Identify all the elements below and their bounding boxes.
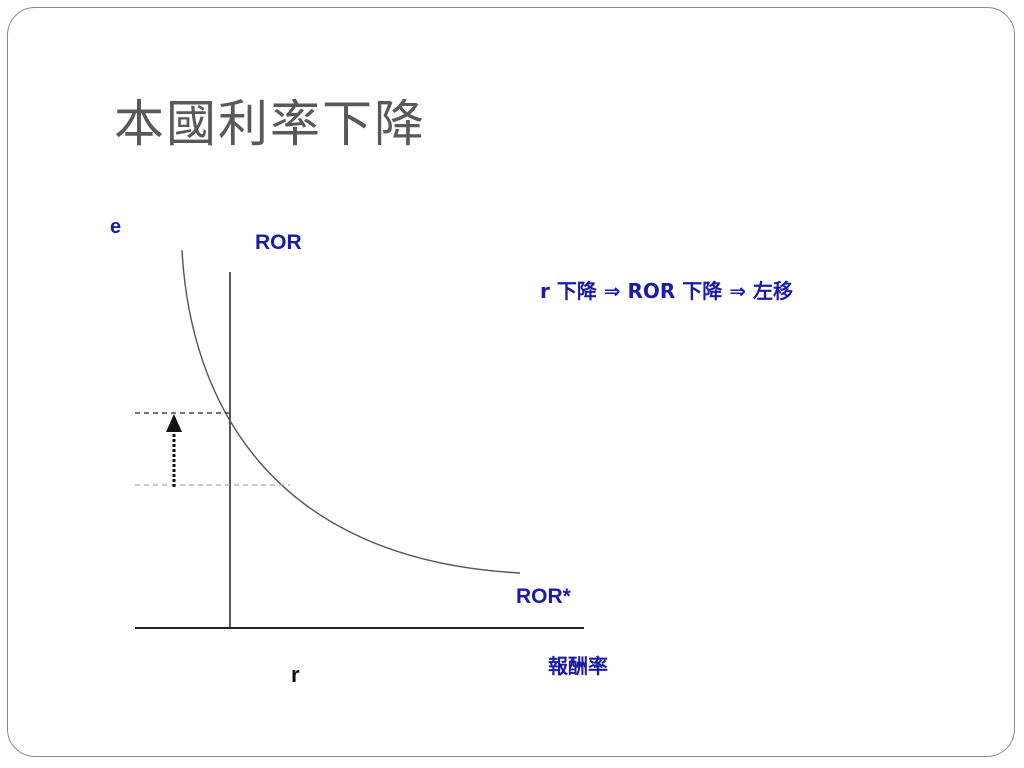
r-label: r: [291, 662, 300, 687]
slide-title: 本國利率下降: [114, 95, 426, 153]
y-axis-label: e: [110, 216, 121, 238]
annotation-text: r 下降 ⇒ ROR 下降 ⇒ 左移: [540, 279, 793, 303]
upward-arrow-icon: [166, 414, 182, 432]
ror-label: ROR: [255, 231, 302, 254]
ror-star-label: ROR*: [516, 585, 572, 608]
x-axis-label: 報酬率: [548, 654, 608, 678]
ror-star-curve: [181, 249, 521, 574]
slide-frame: [7, 7, 1015, 757]
